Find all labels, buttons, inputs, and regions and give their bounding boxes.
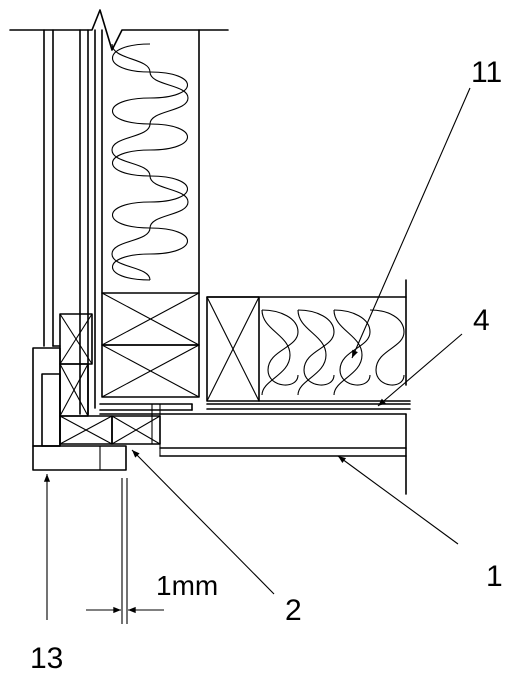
label-11: 11 bbox=[471, 56, 502, 89]
wall-blocks bbox=[101, 292, 200, 398]
top-break-line bbox=[9, 9, 229, 51]
label-13: 13 bbox=[30, 642, 63, 675]
floor-assembly bbox=[99, 279, 411, 495]
callout-labels: 11 4 1 2 13 bbox=[30, 56, 503, 675]
label-1: 1 bbox=[486, 560, 503, 593]
dimension-1mm: 1mm bbox=[86, 478, 218, 624]
corner-blocking bbox=[32, 313, 161, 471]
label-2: 2 bbox=[285, 594, 302, 627]
wall-insulation bbox=[101, 29, 200, 294]
exterior-cladding bbox=[43, 29, 96, 415]
leader-lines bbox=[43, 87, 471, 620]
dimension-label: 1mm bbox=[156, 570, 218, 601]
label-4: 4 bbox=[473, 304, 490, 337]
